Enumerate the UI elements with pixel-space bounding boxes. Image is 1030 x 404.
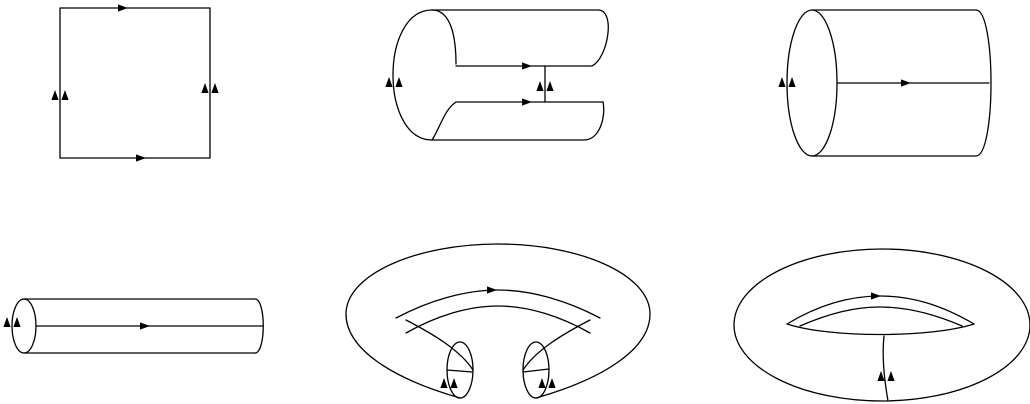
bent-left-end-seam (446, 369, 473, 373)
tube-top-edge (431, 9, 609, 67)
cylinder-right-end (975, 9, 992, 157)
tube-lower-inner (431, 101, 457, 141)
bent-inner-lip-outer (395, 289, 601, 319)
bent-inner-left (405, 319, 474, 371)
top-edge-arrow (118, 4, 128, 12)
bent-outer-right (497, 243, 651, 399)
torus-seam-arrow (871, 292, 881, 300)
bent-inner-right (522, 319, 591, 371)
step-stretched-cylinder (3, 298, 264, 354)
lower-seam-arrow (522, 98, 532, 106)
tube-left-rim (392, 9, 433, 141)
bent-inner-lip-inner (405, 305, 591, 334)
square-outline (59, 7, 211, 159)
cylinder-left-end (786, 9, 838, 157)
step-torus (733, 248, 1030, 402)
bent-right-end-seam (522, 368, 550, 373)
step-square (51, 4, 219, 162)
bottom-edge-arrow (136, 154, 146, 162)
bent-seam-arrow (487, 286, 497, 294)
torus-inner-lower (786, 323, 975, 336)
tube-left-rim-back (431, 9, 457, 65)
stretched-seam-arrow (140, 322, 150, 330)
tube-bottom-edge (431, 101, 605, 141)
step-open-tube (385, 9, 609, 141)
step-bent-cylinder (345, 243, 651, 399)
cylinder-seam-arrow (901, 79, 911, 87)
bent-outer-left (345, 243, 499, 399)
torus-inner-hole (799, 306, 963, 327)
torus-meridian (882, 335, 889, 402)
torus-outer (733, 248, 1030, 402)
torus-meridian-double-arrow (877, 371, 895, 381)
step-cylinder (778, 9, 992, 157)
upper-seam-arrow (522, 62, 532, 70)
